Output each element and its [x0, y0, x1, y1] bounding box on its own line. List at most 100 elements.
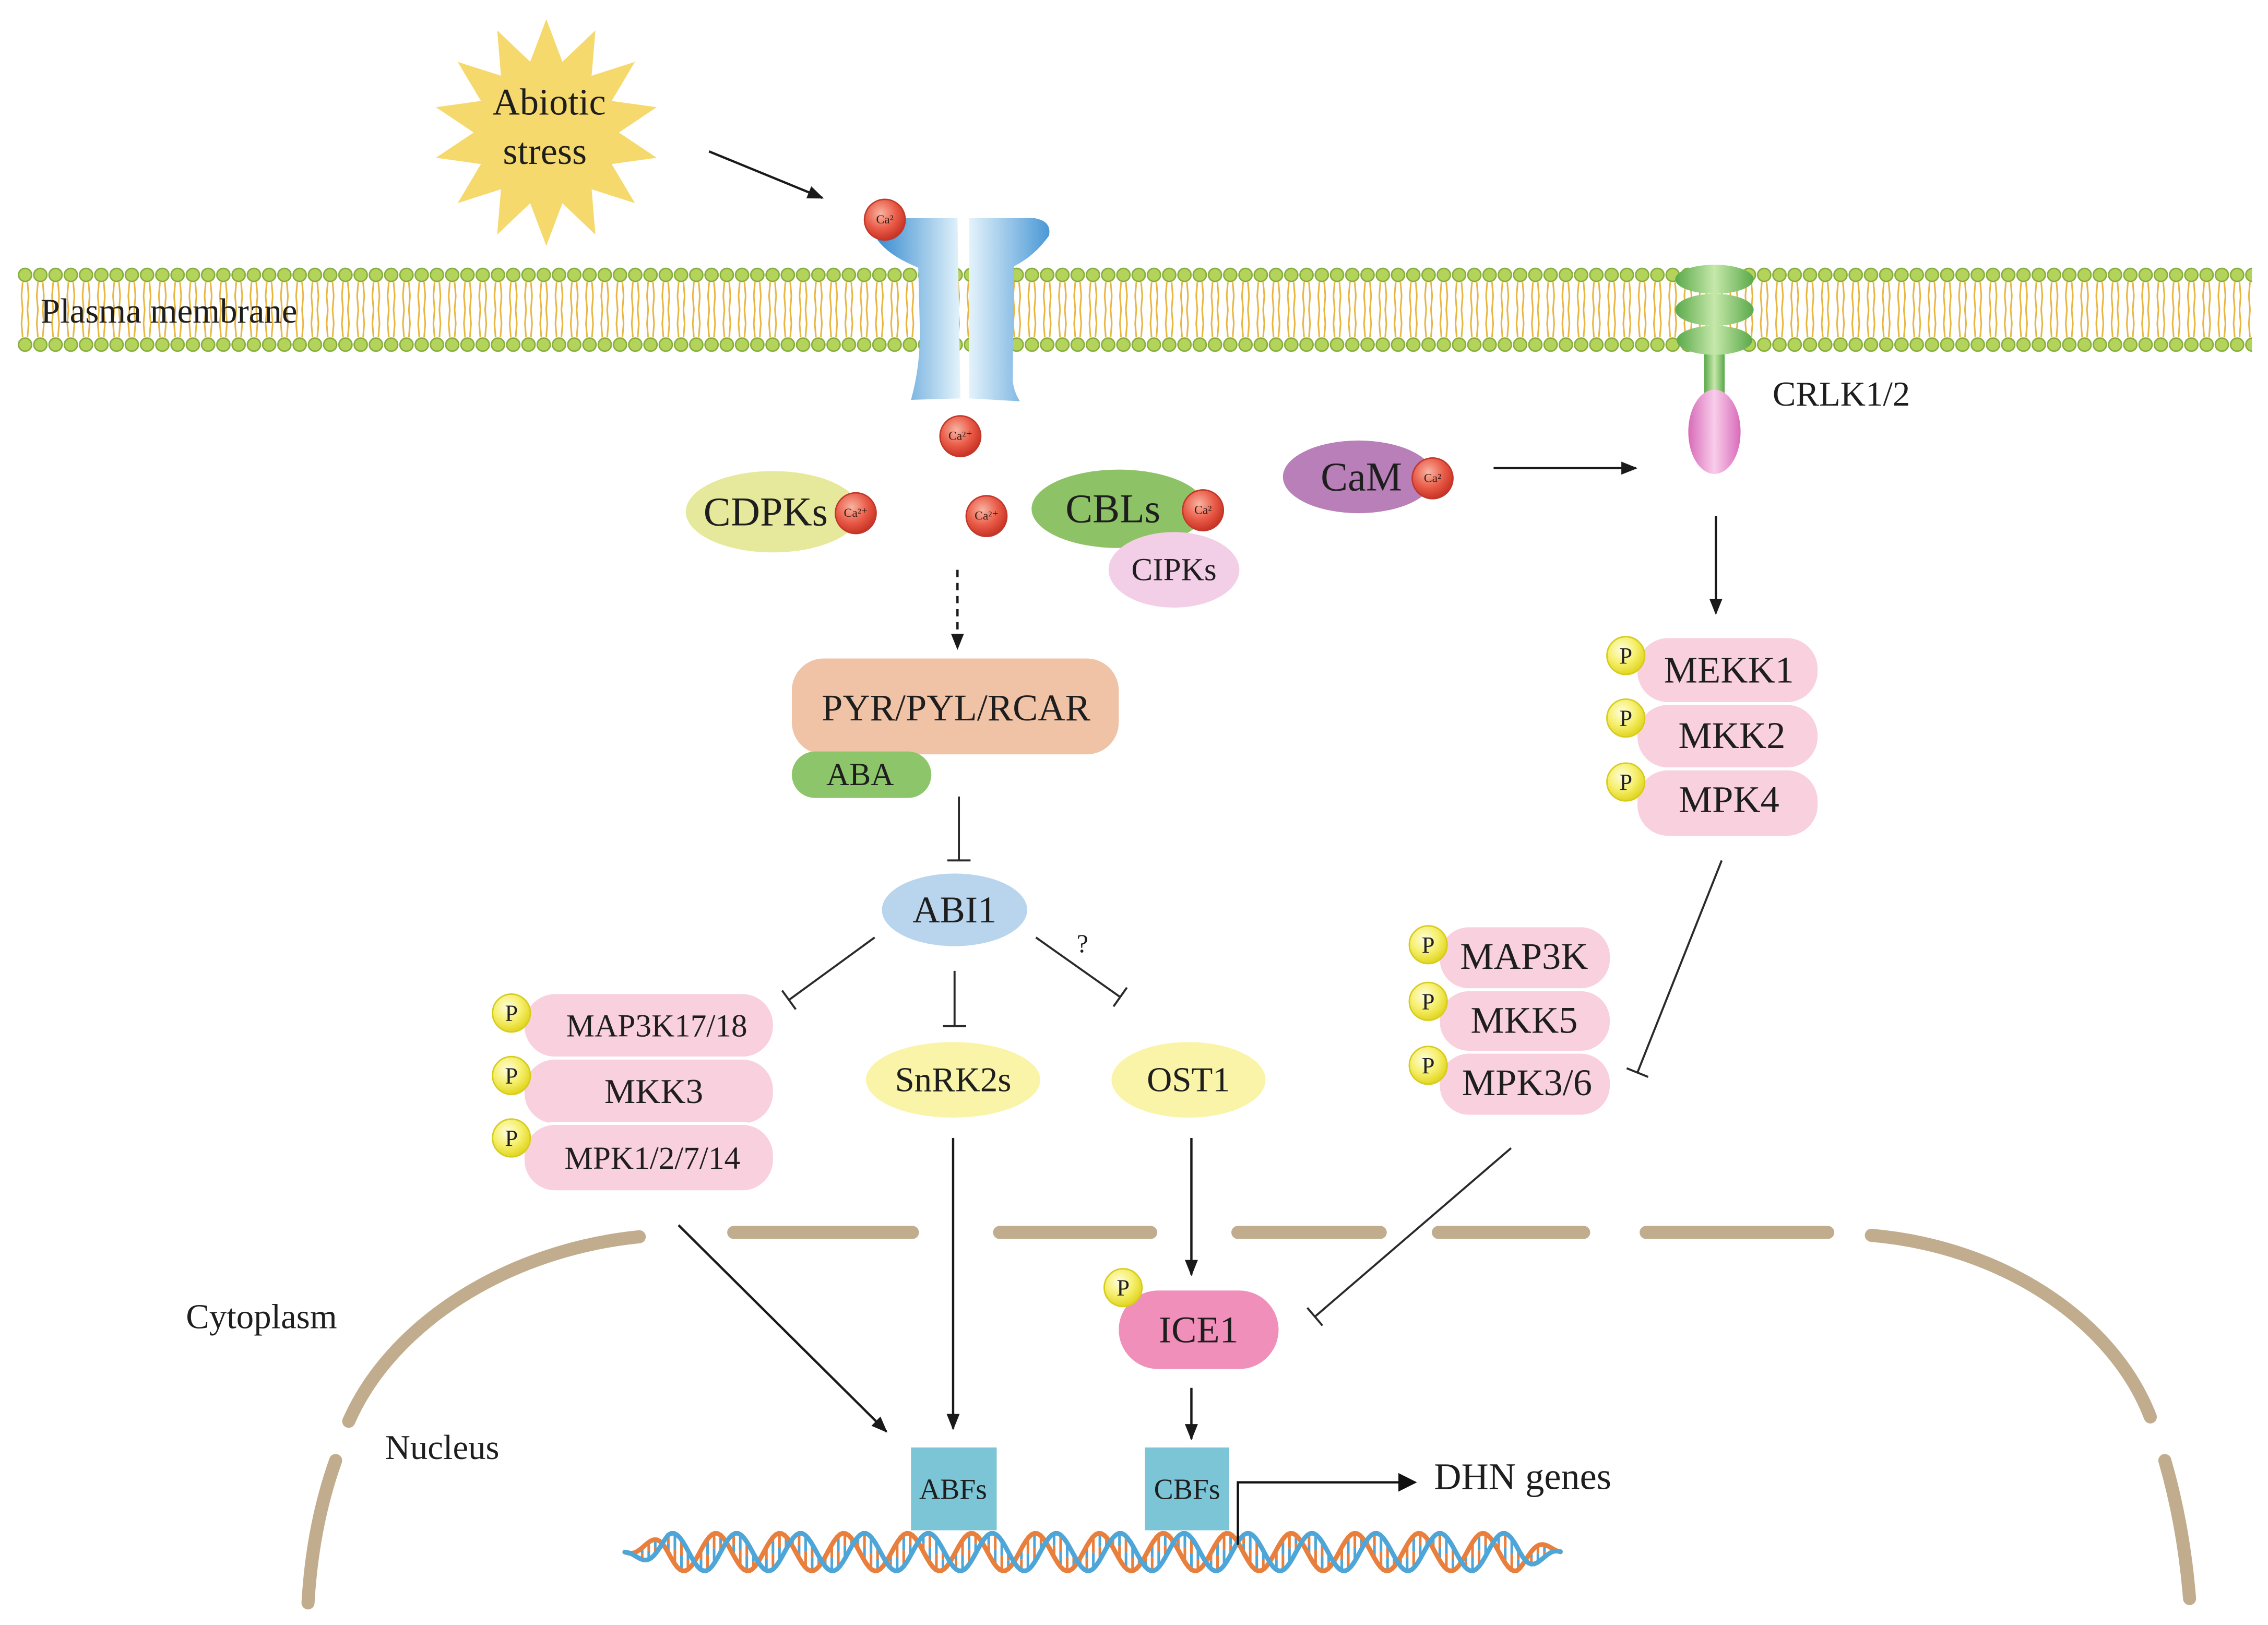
calcium-ion-label: Ca²⁺ [844, 506, 868, 520]
cipks-label: CIPKs [1131, 552, 1216, 588]
dna-helix [622, 1531, 1563, 1573]
calcium-ion: Ca²⁺ [835, 492, 877, 535]
ost1-node [1111, 1042, 1266, 1118]
mpk1-2-7-14-node [521, 1122, 776, 1193]
plasma-membrane-label: Plasma membrane [41, 292, 298, 330]
snrk2s-label: SnRK2s [895, 1061, 1012, 1099]
phosphate-label: P [505, 1062, 518, 1088]
mapk-cascade-crlk: MEKK1 MKK2 MPK4 P P P [1606, 635, 1821, 839]
mpk1-2-7-14-label: MPK1/2/7/14 [564, 1141, 740, 1176]
inhibition-bar [1307, 1307, 1323, 1326]
nucleus-label: Nucleus [385, 1428, 500, 1467]
phosphate-label: P [1619, 705, 1632, 731]
abfs-box [911, 1447, 997, 1531]
inhibition-bar [1112, 987, 1128, 1007]
cipks-node [1108, 532, 1240, 608]
calcium-ion: Ca² [1182, 489, 1225, 531]
inhibition-line [1314, 1147, 1512, 1318]
nuclear-envelope-arc-right-lower [2158, 1454, 2196, 1605]
phosphate-mark: P [1408, 981, 1448, 1021]
pyr-pyl-rcar-label: PYR/PYL/RCAR [822, 687, 1090, 729]
calcium-ion-label: Ca²⁺ [975, 509, 999, 523]
phosphate-mark: P [492, 1055, 531, 1095]
phosphate-bead [1103, 1268, 1143, 1308]
nuclear-envelope-arc-right [1865, 1228, 2157, 1424]
cam-node [1283, 440, 1434, 514]
phosphate-label: P [1619, 643, 1632, 669]
dhn-genes-label: DHN genes [1434, 1456, 1611, 1498]
cbfs-to-dhn-genes-arrow [1237, 1473, 1417, 1545]
aba-label: ABA [826, 757, 894, 792]
cbfs-label: CBFs [1154, 1474, 1220, 1506]
pyr-pyl-rcar-node [791, 658, 1119, 755]
calcium-channel [877, 218, 1050, 401]
cam-complex: CaM Ca² [1283, 440, 1454, 514]
inhibition-line [1035, 936, 1121, 998]
phosphate-bead [1606, 762, 1646, 802]
mpk3-6-node [1436, 1050, 1613, 1118]
calcium-ion-label: Ca² [876, 213, 893, 227]
receptor-transmembrane-segment [1675, 293, 1754, 326]
mpk3-6-label: MPK3/6 [1462, 1062, 1592, 1104]
cdpks-complex: CDPKs Ca²⁺ [685, 471, 877, 553]
phosphate-mark: P [492, 1118, 531, 1158]
cbl-cipk-complex: CBLs Ca² CIPKs [1031, 469, 1240, 608]
mapk-cascade-ice1: MAP3K MKK5 MPK3/6 P P P [1408, 924, 1613, 1118]
aba-node [791, 751, 932, 798]
ice1-label: ICE1 [1159, 1309, 1239, 1350]
calcium-ion: Ca²⁺ [939, 415, 982, 457]
aba-receptor-complex: PYR/PYL/RCAR ABA [791, 658, 1119, 798]
mkk3-label: MKK3 [604, 1072, 703, 1111]
phosphate-mark: P [1606, 698, 1646, 738]
mpk-to-abfs-arrow [678, 1224, 888, 1433]
receptor-transmembrane-segment [1677, 326, 1752, 355]
phosphate-bead [1408, 1046, 1448, 1085]
abi1-inhibits-mapk [781, 936, 875, 1010]
cytoplasm-label: Cytoplasm [186, 1297, 337, 1336]
uncertain-link-mark: ? [1077, 929, 1088, 958]
calcium-ion-label: Ca² [1194, 504, 1212, 517]
phosphate-bead [1606, 698, 1646, 738]
inhibition-line [788, 936, 875, 1001]
abiotic-stress-stimulus: Abiotic stress [436, 19, 657, 246]
mpk4-node [1634, 767, 1821, 839]
stress-to-channel-arrow [708, 150, 824, 199]
calcium-ion: Ca² [863, 198, 906, 241]
calcium-ion-bead [1182, 489, 1225, 531]
abi1-label: ABI1 [912, 889, 996, 931]
crlk-receptor [1675, 265, 1754, 474]
phosphate-mark: P [1606, 636, 1646, 675]
map3k-label: MAP3K [1460, 935, 1588, 977]
inhibition-bar [781, 990, 797, 1010]
cbfs-box [1145, 1447, 1229, 1531]
abi1-node [882, 873, 1027, 946]
phosphate-mark: P [1408, 1046, 1448, 1085]
mpk4-label: MPK4 [1679, 778, 1779, 820]
phosphate-bead [492, 1055, 531, 1095]
phosphate-bead [1606, 636, 1646, 675]
calcium-ion-bead [965, 495, 1008, 538]
ice1-node [1119, 1290, 1279, 1369]
phosphate-bead [492, 993, 531, 1033]
calcium-ion-bead [863, 198, 906, 241]
inhibition-line [1636, 860, 1723, 1073]
phosphate-label: P [1117, 1275, 1130, 1301]
phosphate-label: P [1422, 988, 1435, 1014]
phosphate-label: P [505, 1125, 518, 1151]
receptor-transmembrane-segment [1675, 265, 1754, 294]
dna-strand-a [622, 1531, 1563, 1573]
calcium-ion-bead [1411, 457, 1454, 500]
calcium-ion: Ca²⁺ [965, 495, 1008, 538]
mekk1-label: MEKK1 [1664, 649, 1794, 691]
channel-left-half [877, 218, 960, 400]
phosphate-label: P [1422, 932, 1435, 958]
nuclear-envelope [301, 1226, 2196, 1610]
calcium-ion-label: Ca² [1424, 471, 1441, 485]
phosphate-label: P [1422, 1052, 1435, 1078]
cbls-label: CBLs [1065, 487, 1160, 531]
phosphate-bead [1408, 925, 1448, 965]
abi1-inhibits-snrk2s [943, 970, 967, 1027]
phosphate-label: P [1619, 769, 1632, 795]
channel-right-half [969, 218, 1050, 401]
